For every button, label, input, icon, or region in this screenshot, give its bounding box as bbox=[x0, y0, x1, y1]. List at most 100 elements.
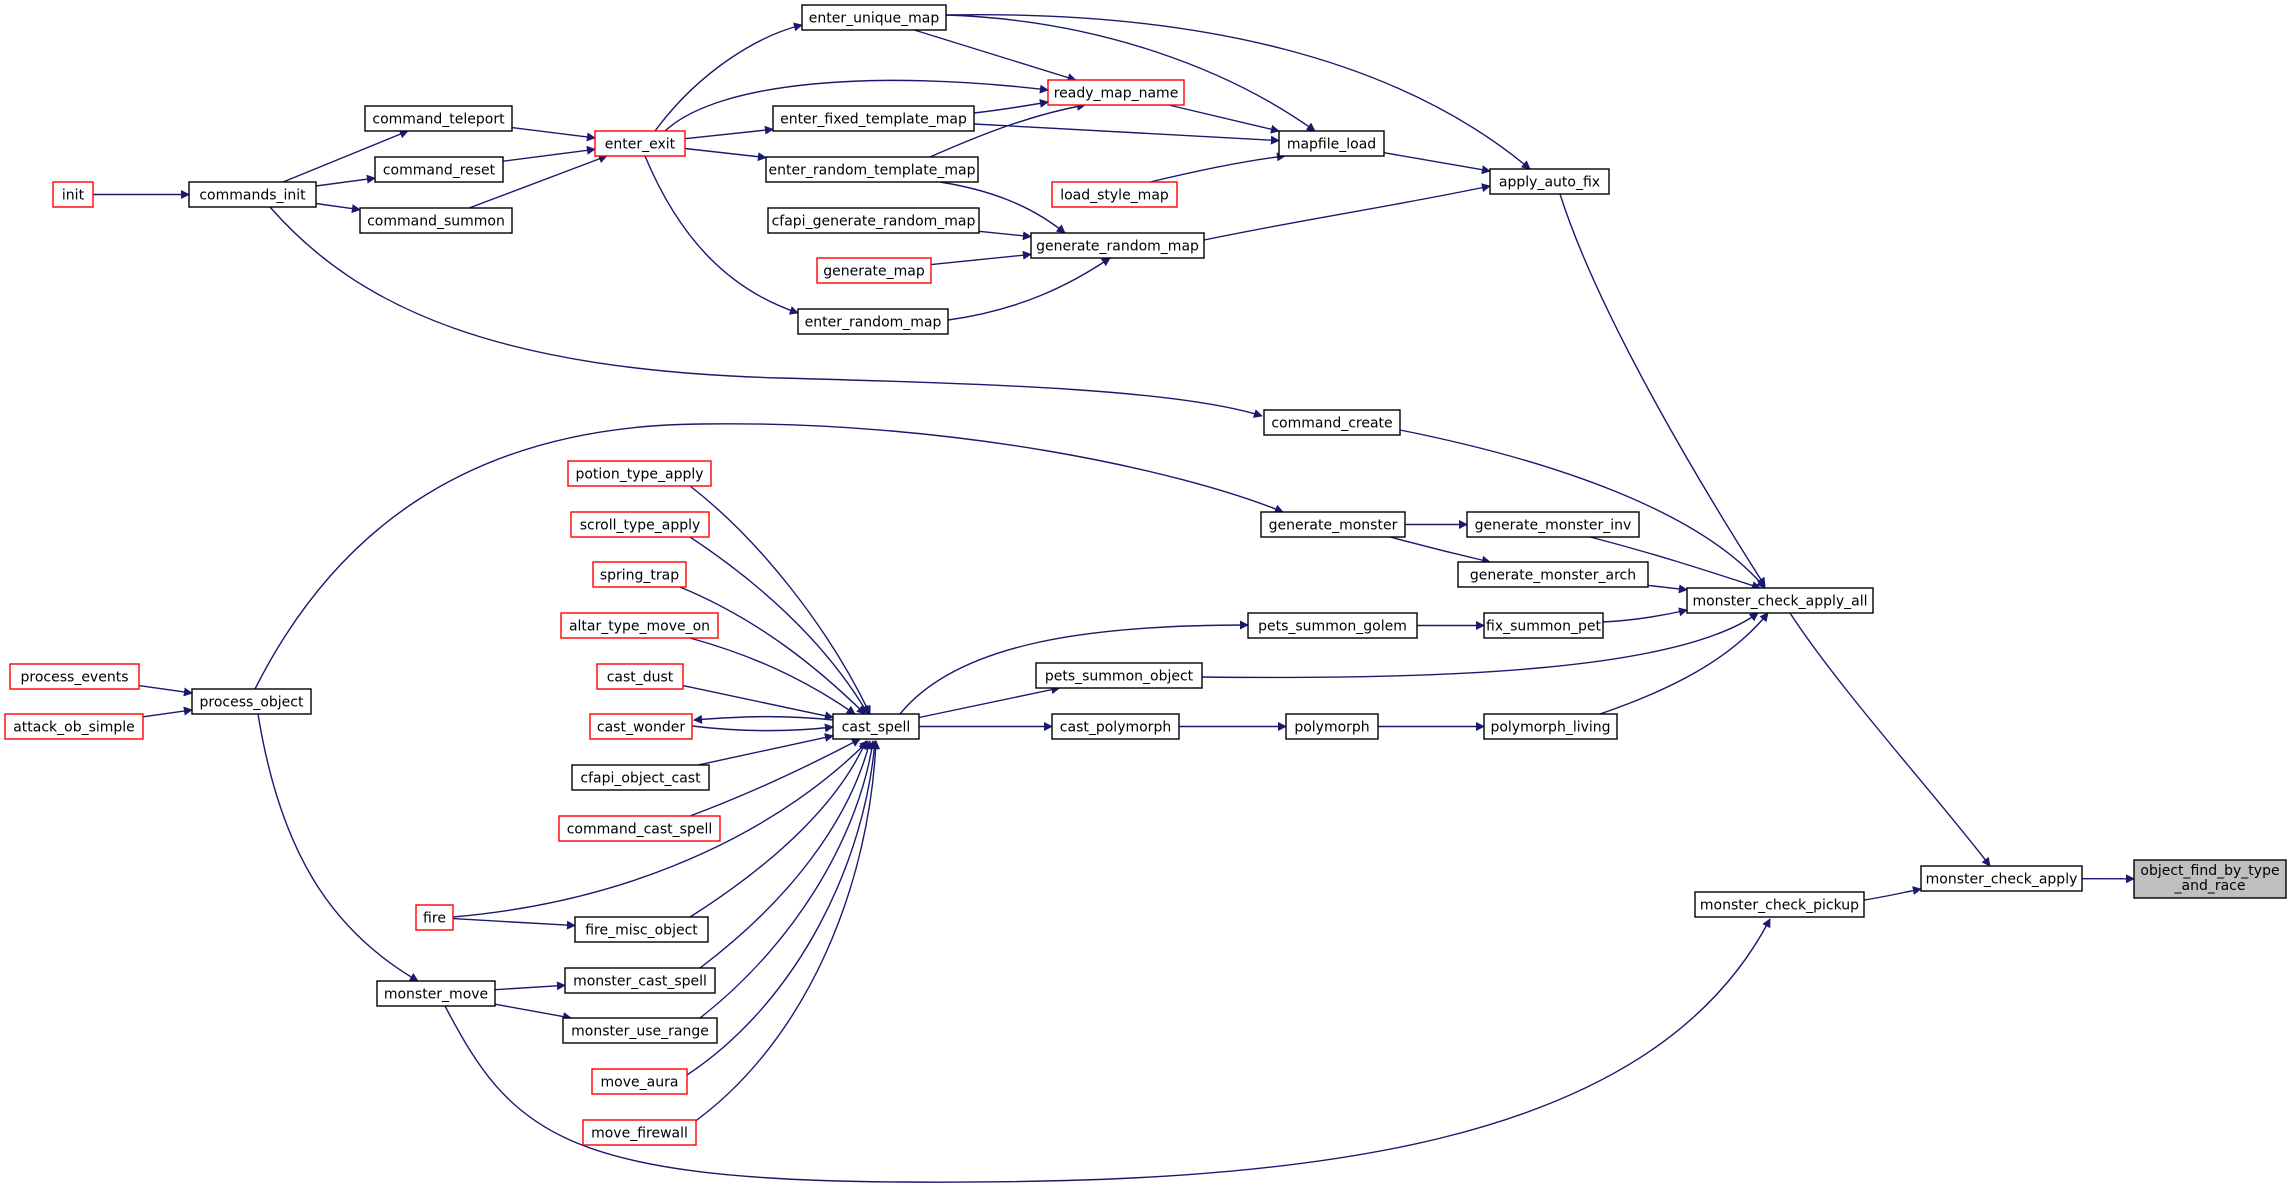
edge-arrow bbox=[699, 740, 873, 969]
node-label: command_create bbox=[1271, 416, 1392, 432]
node-monster-use-range[interactable]: monster_use_range bbox=[562, 1017, 718, 1044]
edge-arrow bbox=[945, 14, 1316, 132]
node-fix-summon-pet[interactable]: fix_summon_pet bbox=[1483, 612, 1604, 639]
edge-enter-exit-to-enter-fixed-template-map bbox=[684, 125, 774, 140]
node-enter-random-template-map[interactable]: enter_random_template_map bbox=[765, 156, 979, 183]
node-cast-spell[interactable]: cast_spell bbox=[832, 713, 920, 740]
node-enter-unique-map[interactable]: enter_unique_map bbox=[801, 4, 947, 31]
edge-arrow bbox=[679, 586, 866, 715]
node-cast-polymorph[interactable]: cast_polymorph bbox=[1051, 713, 1180, 740]
edge-commands-init-to-command-reset bbox=[315, 174, 376, 187]
node-move-firewall[interactable]: move_firewall bbox=[582, 1119, 697, 1146]
node-polymorph[interactable]: polymorph bbox=[1285, 713, 1379, 740]
node-enter-fixed-template-map[interactable]: enter_fixed_template_map bbox=[772, 105, 975, 132]
node-command-reset[interactable]: command_reset bbox=[374, 156, 504, 183]
edge-enter-exit-to-ready-map-name bbox=[664, 79, 1049, 132]
edge-commands-init-to-command-create bbox=[269, 206, 1263, 418]
node-box bbox=[570, 511, 710, 538]
node-init[interactable]: init bbox=[52, 181, 94, 208]
node-monster-move[interactable]: monster_move bbox=[376, 980, 496, 1007]
edge-arrow bbox=[1201, 612, 1759, 679]
node-monster-check-pickup[interactable]: monster_check_pickup bbox=[1694, 891, 1865, 918]
node-monster-cast-spell[interactable]: monster_cast_spell bbox=[564, 967, 716, 994]
node-command-teleport[interactable]: command_teleport bbox=[364, 105, 513, 132]
edge-enter-exit-to-enter-random-map bbox=[644, 155, 799, 315]
node-attack-ob-simple[interactable]: attack_ob_simple bbox=[4, 713, 144, 740]
edge-generate-monster-arch-to-monster-check-apply-all bbox=[1647, 584, 1688, 594]
node-spring-trap[interactable]: spring_trap bbox=[592, 561, 687, 588]
edge-cast-spell-to-cast-wonder bbox=[693, 714, 834, 724]
node-move-aura[interactable]: move_aura bbox=[591, 1068, 688, 1095]
node-apply-auto-fix[interactable]: apply_auto_fix bbox=[1489, 168, 1610, 195]
node-box bbox=[374, 156, 504, 183]
edge-arrow bbox=[444, 918, 1771, 1183]
node-fire[interactable]: fire bbox=[415, 904, 454, 931]
node-fire-misc-object[interactable]: fire_misc_object bbox=[574, 916, 709, 943]
edge-arrow bbox=[511, 126, 596, 142]
node-polymorph-living[interactable]: polymorph_living bbox=[1483, 713, 1618, 740]
node-box bbox=[1051, 713, 1180, 740]
node-label: scroll_type_apply bbox=[580, 518, 701, 534]
node-process-events[interactable]: process_events bbox=[9, 663, 140, 690]
node-label: cfapi_object_cast bbox=[580, 771, 701, 787]
edge-generate-map-to-generate-random-map bbox=[930, 250, 1032, 266]
edge-arrow bbox=[939, 181, 1066, 234]
node-pets-summon-object[interactable]: pets_summon_object bbox=[1035, 662, 1203, 689]
node-box bbox=[591, 1068, 688, 1095]
edge-process-object-to-generate-monster bbox=[254, 423, 1284, 690]
edge-arrow bbox=[918, 685, 1061, 719]
node-process-object[interactable]: process_object bbox=[191, 688, 312, 715]
node-load-style-map[interactable]: load_style_map bbox=[1051, 181, 1178, 208]
node-label: command_reset bbox=[383, 163, 496, 179]
node-cfapi-object-cast[interactable]: cfapi_object_cast bbox=[571, 764, 710, 791]
node-enter-random-map[interactable]: enter_random_map bbox=[797, 308, 949, 335]
edge-arrow bbox=[689, 738, 861, 817]
edge-fire-to-cast-spell bbox=[452, 740, 869, 918]
edge-arrow bbox=[494, 981, 566, 991]
node-generate-monster-arch[interactable]: generate_monster_arch bbox=[1457, 561, 1649, 588]
edge-arrow bbox=[1647, 584, 1688, 594]
node-ready-map-name[interactable]: ready_map_name bbox=[1047, 79, 1185, 106]
edge-arrow bbox=[257, 713, 419, 982]
edge-arrow bbox=[698, 733, 834, 766]
node-pets-summon-golem[interactable]: pets_summon_golem bbox=[1247, 612, 1418, 639]
edge-monster-check-apply-all-to-monster-check-apply bbox=[1789, 612, 1991, 867]
edge-arrow bbox=[686, 740, 879, 1076]
node-label: command_teleport bbox=[372, 112, 505, 128]
node-label: load_style_map bbox=[1060, 188, 1169, 204]
node-command-summon[interactable]: command_summon bbox=[359, 207, 513, 234]
node-generate-map[interactable]: generate_map bbox=[816, 257, 932, 284]
node-cfapi-generate-random-map[interactable]: cfapi_generate_random_map bbox=[767, 207, 980, 234]
node-label: monster_check_apply bbox=[1926, 872, 2078, 888]
node-generate-random-map[interactable]: generate_random_map bbox=[1030, 232, 1205, 259]
node-monster-check-apply[interactable]: monster_check_apply bbox=[1920, 865, 2083, 892]
edge-arrow bbox=[899, 620, 1249, 715]
node-scroll-type-apply[interactable]: scroll_type_apply bbox=[570, 511, 710, 538]
node-box bbox=[772, 105, 975, 132]
node-potion-type-apply[interactable]: potion_type_apply bbox=[567, 460, 712, 487]
edge-commands-init-to-command-summon bbox=[315, 202, 361, 214]
edge-generate-monster-inv-to-monster-check-apply-all bbox=[1589, 536, 1761, 590]
node-generate-monster[interactable]: generate_monster bbox=[1260, 511, 1406, 538]
node-cast-dust[interactable]: cast_dust bbox=[596, 663, 684, 690]
node-label: process_object bbox=[200, 695, 304, 711]
node-object-find-by-type-and-race[interactable]: object_find_by_type_and_race bbox=[2133, 859, 2287, 899]
node-box bbox=[592, 561, 687, 588]
edge-arrow bbox=[654, 22, 803, 132]
node-enter-exit[interactable]: enter_exit bbox=[594, 130, 686, 157]
node-generate-monster-inv[interactable]: generate_monster_inv bbox=[1466, 511, 1640, 538]
node-box bbox=[1247, 612, 1418, 639]
node-mapfile-load[interactable]: mapfile_load bbox=[1278, 130, 1385, 157]
node-label: monster_cast_spell bbox=[573, 974, 707, 990]
edge-arrow bbox=[684, 125, 774, 140]
node-commands-init[interactable]: commands_init bbox=[188, 181, 317, 208]
node-altar-type-move-on[interactable]: altar_type_move_on bbox=[560, 612, 719, 639]
edge-arrow bbox=[693, 714, 834, 724]
node-label: move_firewall bbox=[591, 1126, 688, 1142]
node-monster-check-apply-all[interactable]: monster_check_apply_all bbox=[1686, 587, 1874, 614]
node-cast-wonder[interactable]: cast_wonder bbox=[589, 713, 693, 740]
node-label: enter_fixed_template_map bbox=[780, 112, 967, 128]
node-command-create[interactable]: command_create bbox=[1263, 409, 1401, 436]
node-command-cast-spell[interactable]: command_cast_spell bbox=[558, 815, 721, 842]
edge-arrow bbox=[1149, 152, 1286, 183]
